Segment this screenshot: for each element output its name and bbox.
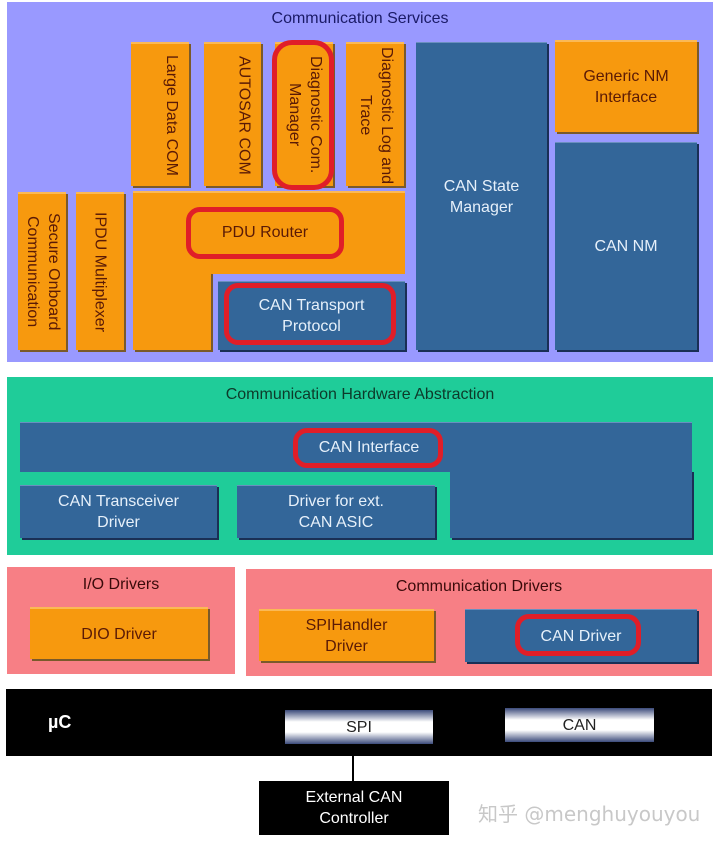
can-nm-module[interactable]: CAN NM <box>555 142 697 350</box>
generic-nm-interface-module[interactable]: Generic NM Interface <box>555 40 697 132</box>
dio-driver-module[interactable]: DIO Driver <box>30 607 208 659</box>
can-transport-protocol-label: CAN Transport Protocol <box>258 297 365 335</box>
diagnostic-com-manager-module[interactable]: Diagnostic Com. Manager <box>275 42 333 186</box>
diagnostic-log-trace-label: Diagnostic Log and Trace <box>357 46 395 184</box>
spihandler-driver-module[interactable]: SPIHandler Driver <box>259 609 434 661</box>
large-data-com-label: Large Data COM <box>163 54 180 176</box>
io-drivers-title: I/O Drivers <box>82 576 160 593</box>
external-can-controller-label: External CAN Controller <box>305 789 403 827</box>
communication-drivers-title: Communication Drivers <box>395 578 563 595</box>
can-driver-label: CAN Driver <box>540 627 622 645</box>
external-can-controller[interactable]: External CAN Controller <box>259 781 449 835</box>
diagnostic-log-trace-module[interactable]: Diagnostic Log and Trace <box>346 42 404 186</box>
dio-driver-label: DIO Driver <box>81 625 157 643</box>
pdu-router-module[interactable] <box>133 191 405 274</box>
can-peripheral[interactable]: CAN <box>505 708 654 742</box>
autosar-com-module[interactable]: AUTOSAR COM <box>204 42 261 186</box>
autosar-com-label: AUTOSAR COM <box>235 55 253 175</box>
ipdu-multiplexer-module[interactable]: IPDU Multiplexer <box>76 192 124 350</box>
watermark: 知乎 @menghuyouyou <box>478 802 701 826</box>
highlight-can-transport-protocol <box>224 283 396 345</box>
can-state-manager-module[interactable]: CAN State Manager <box>416 42 547 350</box>
microcontroller-label: µC <box>48 712 72 732</box>
highlight-can-interface <box>293 428 443 468</box>
spi-label: SPI <box>346 718 372 736</box>
can-label: CAN <box>562 716 597 734</box>
diagnostic-com-manager-label: Diagnostic Com. Manager <box>286 56 324 174</box>
ipdu-multiplexer-label: IPDU Multiplexer <box>91 211 109 333</box>
secure-onboard-communication-module[interactable]: Secure Onboard Communication <box>18 192 66 350</box>
large-data-com-module[interactable]: Large Data COM <box>131 42 189 186</box>
generic-nm-interface-label: Generic NM Interface <box>583 68 669 106</box>
can-transceiver-driver-label: CAN Transceiver Driver <box>58 493 179 531</box>
can-interface-module-right <box>450 470 692 538</box>
spi-peripheral[interactable]: SPI <box>285 710 433 744</box>
driver-ext-can-asic-label: Driver for ext. CAN ASIC <box>287 493 384 531</box>
pdu-router-label: PDU Router <box>221 223 309 241</box>
pdu-router-module-lower <box>133 272 211 350</box>
secure-onboard-communication-label: Secure Onboard Communication <box>24 213 62 331</box>
communication-services-title: Communication Services <box>271 10 449 27</box>
can-nm-label: CAN NM <box>594 238 658 255</box>
spihandler-driver-label: SPIHandler Driver <box>305 617 388 655</box>
communication-hardware-abstraction-title: Communication Hardware Abstraction <box>225 386 495 403</box>
can-transceiver-driver-module[interactable]: CAN Transceiver Driver <box>20 485 217 538</box>
can-transport-protocol-module[interactable]: CAN Transport Protocol <box>218 281 405 350</box>
highlight-diagnostic-com-manager <box>272 40 334 190</box>
driver-ext-can-asic-module[interactable]: Driver for ext. CAN ASIC <box>237 485 435 538</box>
can-state-manager-label: CAN State Manager <box>443 177 520 216</box>
spi-connection-line <box>352 744 354 782</box>
highlight-can-driver <box>515 614 641 656</box>
can-interface-label: CAN Interface <box>318 438 420 456</box>
highlight-pdu-router <box>186 207 344 259</box>
